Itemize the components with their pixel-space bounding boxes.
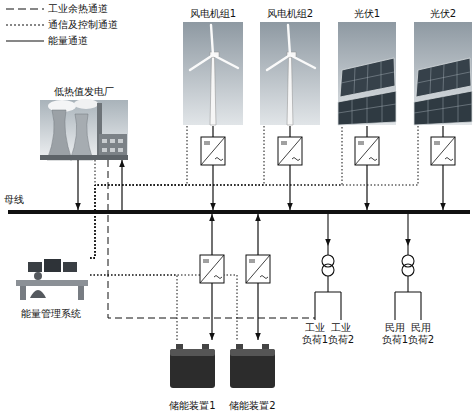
battery-picture xyxy=(230,349,275,388)
node-label: 低热值发电厂 xyxy=(26,86,142,98)
power-plant: 低热值发电厂 xyxy=(40,86,128,160)
solar-panel-picture xyxy=(338,22,396,125)
power-plant-picture xyxy=(110,139,115,143)
load-feeders xyxy=(315,276,341,320)
control-room-picture xyxy=(78,286,84,300)
battery-picture xyxy=(170,349,215,388)
control-connector xyxy=(90,275,177,340)
converter-marks xyxy=(203,142,440,262)
battery-picture xyxy=(176,344,183,349)
solar-panel-picture xyxy=(417,61,470,94)
control-connector xyxy=(90,126,342,258)
solar-panel-picture xyxy=(414,22,472,125)
load-feeders xyxy=(327,246,328,255)
power-plant-picture xyxy=(47,110,72,160)
node-label: 光伏2 xyxy=(400,8,474,20)
power-plant-picture xyxy=(74,99,98,109)
load-feeders xyxy=(407,246,408,255)
solar-array: 光伏2 xyxy=(414,8,472,126)
power-bus: 母线 xyxy=(8,210,470,214)
load-label: 民用 负荷1 xyxy=(381,322,409,346)
load-label: 工业 负荷2 xyxy=(327,322,355,346)
load-feeders xyxy=(402,264,414,276)
node-label: 母线 xyxy=(4,194,24,206)
power-plant-picture xyxy=(102,148,107,152)
load-feeders xyxy=(322,264,334,276)
legend-line-sample xyxy=(6,8,44,9)
legend-text: 工业余热通道 xyxy=(48,3,108,15)
solar-panel-picture xyxy=(338,91,396,125)
control-connector xyxy=(90,160,95,258)
solar-panel-picture xyxy=(338,22,472,125)
legend-line-sample xyxy=(6,40,44,41)
power-plant-picture xyxy=(118,148,123,152)
power-plant-picture xyxy=(40,100,128,160)
control-room-picture xyxy=(20,286,26,300)
node-label: 储能装置2 xyxy=(211,400,294,412)
load-feeders xyxy=(327,214,328,246)
control-room-picture xyxy=(34,272,42,280)
node-label: 储能装置1 xyxy=(151,400,234,412)
battery-picture xyxy=(236,344,243,349)
wind-turbine: 风电机组2 xyxy=(260,8,320,126)
wind-turbine-picture xyxy=(183,22,243,125)
control-room-picture xyxy=(30,290,46,298)
power-plant-picture xyxy=(102,139,107,143)
power-plant-picture xyxy=(40,99,128,160)
load-feeders xyxy=(407,214,408,246)
control-connector xyxy=(90,126,418,258)
converter-marks xyxy=(214,158,453,279)
wind-turbine-picture xyxy=(183,22,320,125)
legend-samples xyxy=(6,9,44,41)
wind-turbine-picture xyxy=(190,25,238,70)
control-connector xyxy=(90,126,264,258)
legend-text: 通信及控制通道 xyxy=(48,19,118,31)
load-feeders xyxy=(315,214,421,320)
solar-panel-picture xyxy=(414,91,472,125)
wind-turbine-picture xyxy=(287,57,293,125)
control-room-picture xyxy=(44,259,61,272)
node-label: 风电机组2 xyxy=(246,8,334,20)
legend-text: 能量通道 xyxy=(48,35,88,47)
control-connector xyxy=(90,275,237,340)
battery-picture xyxy=(230,349,275,356)
control-room-picture xyxy=(63,262,77,272)
power-plant-picture xyxy=(70,114,93,160)
battery-picture xyxy=(202,344,209,349)
battery-picture xyxy=(170,344,275,388)
node-label: 能量管理系统 xyxy=(0,308,104,320)
node-label: 风电机组1 xyxy=(169,8,257,20)
load-feeders xyxy=(395,276,421,320)
solar-array: 光伏1 xyxy=(338,8,396,126)
power-plant-picture xyxy=(110,148,115,152)
battery-picture xyxy=(262,344,269,349)
node-label: 光伏1 xyxy=(324,8,410,20)
control-room-picture xyxy=(28,262,42,272)
control-connector xyxy=(90,126,187,258)
solar-panel-picture xyxy=(414,94,472,124)
battery-picture xyxy=(170,349,215,356)
energy-connector xyxy=(77,160,78,210)
energy-management-system: 能量管理系统 xyxy=(12,248,90,320)
energy-storage: 储能装置2 xyxy=(225,340,280,412)
control-room-picture xyxy=(16,259,88,300)
wind-turbine: 风电机组1 xyxy=(183,8,243,126)
power-plant-picture xyxy=(118,139,123,143)
load-label: 民用 负荷2 xyxy=(407,322,435,346)
solar-panel-picture xyxy=(340,58,395,97)
load-label: 工业 负荷1 xyxy=(301,322,329,346)
energy-storage: 储能装置1 xyxy=(165,340,220,412)
wind-turbine-picture xyxy=(267,25,315,70)
wind-turbine-picture xyxy=(210,57,216,125)
solar-panel-picture xyxy=(416,58,471,97)
solar-panel-picture xyxy=(341,61,394,94)
power-plant-picture xyxy=(40,155,128,160)
solar-panel-picture xyxy=(338,94,396,124)
wind-turbine-picture xyxy=(260,22,320,125)
control-room-picture xyxy=(16,280,88,286)
legend-line-sample xyxy=(6,24,44,25)
